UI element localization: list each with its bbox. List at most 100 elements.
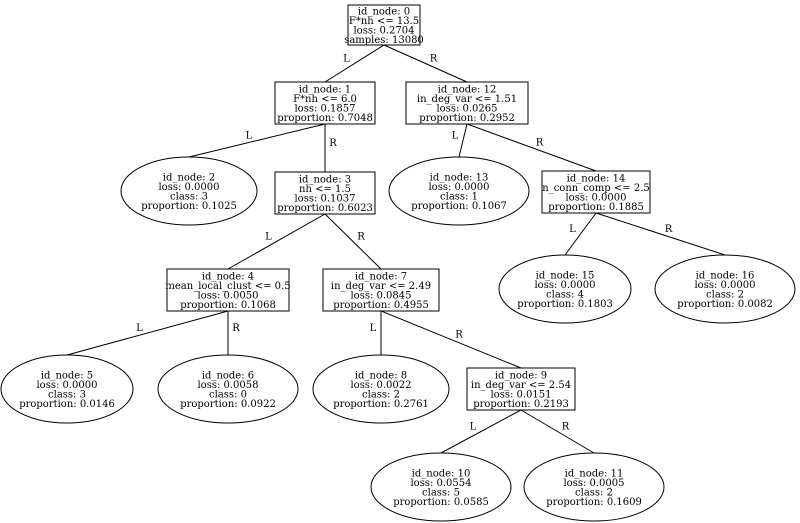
node-15-line-2: class: 4 <box>546 289 584 300</box>
node-1-line-3: proportion: 0.7048 <box>277 113 373 124</box>
edge-label-1-3: R <box>329 138 337 149</box>
node-10-line-0: id_node: 10 <box>412 468 471 479</box>
leaf-ellipse-16 <box>654 254 796 324</box>
node-14-line-0: id_node: 14 <box>567 173 626 184</box>
node-3-line-1: nh <= 1.5 <box>299 184 351 195</box>
leaf-ellipse-10 <box>370 452 512 522</box>
node-16-line-0: id_node: 16 <box>696 270 755 281</box>
edge-9-11 <box>520 409 595 454</box>
node-10-line-1: loss: 0.0554 <box>410 478 471 489</box>
edge-14-15 <box>564 212 597 256</box>
node-8-line-1: loss: 0.0022 <box>350 380 411 391</box>
node-4-line-3: proportion: 0.1068 <box>180 300 276 311</box>
node-7-line-0: id_node: 7 <box>355 271 407 282</box>
edge-label-0-1: L <box>343 54 350 65</box>
node-13-line-0: id_node: 13 <box>430 172 489 183</box>
node-6-line-1: loss: 0.0058 <box>197 380 258 391</box>
node-9-line-0: id_node: 9 <box>495 370 547 381</box>
node-4-line-0: id_node: 4 <box>202 271 254 282</box>
edge-12-14 <box>466 123 597 172</box>
split-box-1 <box>274 81 376 125</box>
edge-label-3-7: R <box>357 232 365 243</box>
edge-label-12-14: R <box>536 138 544 149</box>
node-2-line-2: class: 3 <box>170 191 208 202</box>
edge-14-16 <box>595 212 726 256</box>
node-1-line-1: F*nh <= 6.0 <box>293 94 357 105</box>
node-10-line-2: class: 5 <box>422 487 460 498</box>
edge-0-1 <box>324 44 385 83</box>
node-3-line-0: id_node: 3 <box>299 174 351 185</box>
node-12-line-0: id_node: 12 <box>438 84 497 95</box>
node-13-line-1: loss: 0.0000 <box>428 182 489 193</box>
node-8-line-3: proportion: 0.2761 <box>333 399 429 410</box>
edge-label-4-6: R <box>232 323 240 334</box>
node-16-line-3: proportion: 0.0082 <box>677 299 773 310</box>
node-15-line-3: proportion: 0.1803 <box>517 299 613 310</box>
node-9-line-1: in_deg_var <= 2.54 <box>471 380 571 391</box>
leaf-ellipse-13 <box>388 156 530 226</box>
node-9-line-2: loss: 0.0151 <box>490 389 551 400</box>
leaf-ellipse-11 <box>523 452 665 522</box>
node-2-line-1: loss: 0.0000 <box>158 182 219 193</box>
leaf-ellipse-15 <box>498 254 632 324</box>
edge-label-14-15: L <box>569 224 576 235</box>
node-0-line-1: F*nh <= 13.5 <box>349 16 419 27</box>
edge-1-2 <box>188 123 326 158</box>
node-15-line-0: id_node: 15 <box>536 270 595 281</box>
node-9-line-3: proportion: 0.2193 <box>473 399 569 410</box>
edge-label-12-13: L <box>452 131 459 142</box>
node-7-line-3: proportion: 0.4955 <box>333 300 429 311</box>
edge-label-7-9: R <box>455 330 463 341</box>
split-box-0 <box>347 4 421 46</box>
node-8-line-2: class: 2 <box>362 389 400 400</box>
node-12-line-3: proportion: 0.2952 <box>419 113 515 124</box>
node-8-line-0: id_node: 8 <box>355 370 407 381</box>
node-3-line-2: loss: 0.1037 <box>294 193 355 204</box>
split-box-7 <box>322 268 440 312</box>
node-0-line-2: loss: 0.2704 <box>353 25 414 36</box>
node-7-line-2: loss: 0.0845 <box>350 290 411 301</box>
leaf-ellipse-8 <box>312 354 450 424</box>
node-11-line-3: proportion: 0.1609 <box>546 497 642 508</box>
node-12-line-2: loss: 0.0265 <box>436 103 497 114</box>
node-1-line-0: id_node: 1 <box>299 84 351 95</box>
node-11-line-0: id_node: 11 <box>565 468 624 479</box>
node-12-line-1: in_deg_var <= 1.51 <box>417 94 517 105</box>
node-14-line-2: loss: 0.0000 <box>565 192 626 203</box>
node-1-line-2: loss: 0.1857 <box>294 103 355 114</box>
node-7-line-1: in_deg_var <= 2.49 <box>331 281 431 292</box>
edge-label-9-11: R <box>562 422 570 433</box>
node-6-line-0: id_node: 6 <box>202 370 254 381</box>
edge-4-5 <box>66 310 229 356</box>
leaf-ellipse-2 <box>120 156 258 226</box>
node-5-line-2: class: 3 <box>48 389 86 400</box>
split-box-12 <box>405 81 529 125</box>
edge-label-3-4: L <box>265 232 272 243</box>
edge-7-9 <box>380 310 522 369</box>
node-6-line-2: class: 0 <box>209 389 247 400</box>
leaf-ellipse-6 <box>157 354 299 424</box>
node-6-line-3: proportion: 0.0922 <box>180 399 276 410</box>
node-13-line-3: proportion: 0.1067 <box>411 201 507 212</box>
edge-label-0-12: R <box>430 54 438 65</box>
node-13-line-2: class: 1 <box>440 191 478 202</box>
node-5-line-1: loss: 0.0000 <box>36 380 97 391</box>
node-2-line-3: proportion: 0.1025 <box>141 201 237 212</box>
edge-0-12 <box>383 44 468 83</box>
edge-3-7 <box>324 213 382 270</box>
node-11-line-2: class: 2 <box>575 487 613 498</box>
split-box-3 <box>274 171 376 215</box>
